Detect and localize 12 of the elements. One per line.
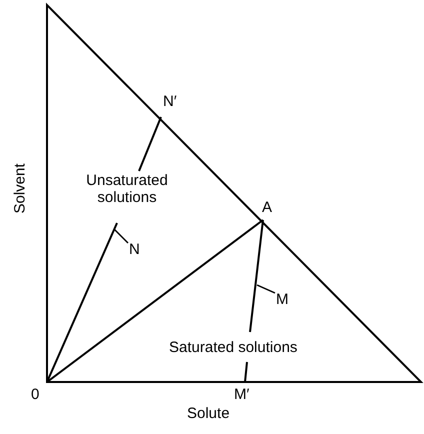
axis-label: Solvent — [12, 163, 29, 214]
region-label: Unsaturated solutions — [85, 172, 169, 206]
region-label: Saturated solutions — [169, 339, 298, 356]
point-label: N′ — [163, 93, 177, 110]
point-label: M′ — [234, 386, 250, 403]
leader-line — [256, 284, 276, 294]
leader-line — [113, 228, 129, 244]
point-label: 0 — [31, 386, 40, 403]
axis-label: Solute — [187, 405, 230, 422]
point-label: N — [129, 241, 140, 258]
point-label: M — [276, 291, 288, 308]
point-label: A — [262, 199, 272, 216]
